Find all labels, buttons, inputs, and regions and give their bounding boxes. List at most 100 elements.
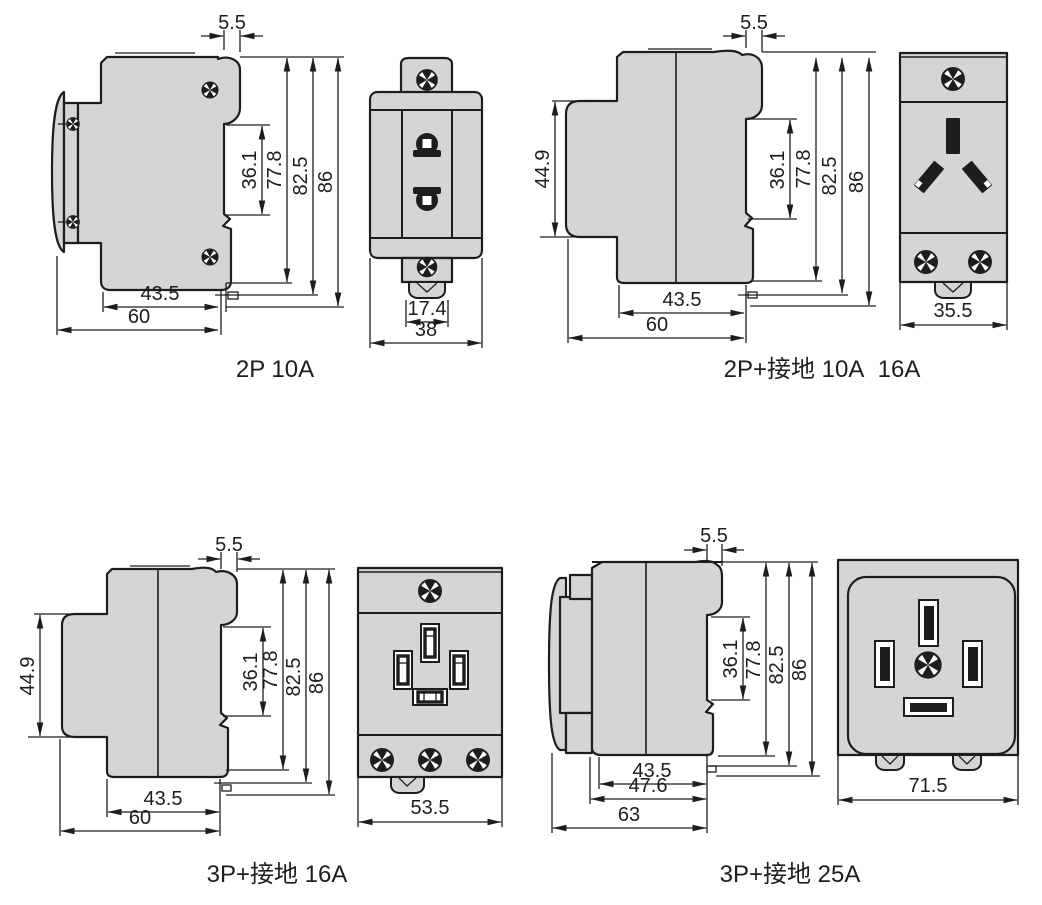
dim-text: 77.8	[260, 651, 282, 690]
dim-text-top: 5.5	[700, 525, 728, 547]
panel-label: 2P 10A	[236, 356, 314, 383]
extension-lines	[56, 30, 344, 335]
detail-lines	[58, 52, 195, 223]
pin-hole-top	[413, 133, 441, 157]
dim-text: 43.5	[663, 289, 702, 311]
clip-chevron	[942, 282, 964, 293]
body-profile	[564, 49, 764, 285]
dim-text: 43.5	[141, 283, 180, 305]
dim-text: 44.9	[17, 657, 39, 696]
screw-icon	[66, 215, 80, 229]
clip-chevron	[398, 777, 417, 787]
dim-text: 82.5	[283, 658, 305, 697]
dim-text: 82.5	[766, 646, 788, 685]
pin-slot-left	[393, 650, 413, 690]
screw-icon	[418, 579, 442, 603]
screw-icon	[466, 748, 490, 772]
extension-lines	[837, 755, 1019, 805]
extension-lines	[357, 777, 503, 827]
panel-3p-earth-16a: 5.5 44.9 36.1 77.8 82.5 86 43.5 60 53.5	[17, 534, 504, 888]
dim-text: 36.1	[720, 640, 742, 679]
dim-text: 86	[306, 672, 328, 694]
flange-top-tab	[568, 573, 594, 601]
screw-icon	[201, 81, 219, 99]
dim-text: 38	[415, 319, 437, 341]
pin-slot-bottom	[412, 688, 448, 706]
pin-slot-top	[420, 623, 440, 663]
dim-text: 36.1	[239, 151, 261, 190]
pin-hole-bottom	[413, 187, 441, 211]
dim-text: 77.8	[264, 151, 286, 190]
dim-text: 60	[646, 314, 668, 336]
pin-slot-right	[962, 160, 992, 194]
extension-lines	[369, 258, 483, 348]
screw-icon	[416, 69, 438, 91]
screw-icon	[370, 748, 394, 772]
clip-chevron	[958, 755, 976, 765]
rail-hook	[227, 291, 239, 300]
body-profile	[590, 559, 724, 757]
dim-text: 43.5	[633, 760, 672, 782]
dim-text: 47.6	[629, 775, 668, 797]
screw-icon	[968, 250, 992, 274]
screw-icon	[66, 117, 80, 131]
dim-text: 60	[129, 807, 151, 829]
front-flange	[50, 90, 66, 254]
body-profile	[60, 566, 239, 779]
extension-lines	[899, 282, 1008, 330]
screw-icon	[914, 250, 938, 274]
dim-text: 60	[128, 306, 150, 328]
panel-label: 2P+接地 10A 16A	[724, 356, 921, 383]
rail-hook	[706, 765, 717, 773]
dim-text: 82.5	[290, 157, 312, 196]
side-view: 5.5 36.1 77.8 82.5 86 43.5 60	[50, 12, 344, 335]
dim-text: 77.8	[793, 150, 815, 189]
flange-block	[558, 595, 594, 715]
front-view: 71.5	[836, 558, 1020, 805]
front-view: 17.4 38	[368, 56, 484, 348]
din-clip	[408, 281, 446, 299]
dim-text: 86	[789, 659, 811, 681]
panel-label: 3P+接地 25A	[720, 861, 861, 888]
screw-icon	[914, 651, 942, 679]
body-profile	[76, 55, 242, 292]
dim-text: 35.5	[934, 300, 973, 322]
front-view: 35.5	[898, 51, 1009, 330]
dim-text-top: 5.5	[218, 12, 246, 34]
dim-text-top: 5.5	[740, 12, 768, 34]
extension-lines	[540, 30, 876, 343]
panel-2p-10a: 5.5 36.1 77.8 82.5 86 43.5 60 17.4 38 2P	[50, 12, 484, 383]
flange-bottom-tab	[564, 711, 594, 755]
screw-icon	[941, 67, 965, 91]
front-body	[898, 51, 1009, 284]
din-clip	[875, 754, 905, 771]
screw-icon	[418, 748, 442, 772]
panel-label: 3P+接地 16A	[207, 861, 348, 888]
extension-lines	[28, 552, 335, 836]
pin-slot-right	[962, 640, 983, 688]
clip-chevron	[416, 282, 438, 293]
pin-slot-vertical	[946, 118, 960, 154]
pin-slot-right	[449, 650, 469, 690]
dim-text: 43.5	[144, 788, 183, 810]
face-lines	[900, 101, 1007, 234]
front-body	[368, 90, 484, 260]
pin-slot-top	[918, 599, 939, 647]
dim-text: 77.8	[743, 641, 765, 680]
dim-text: 86	[315, 171, 337, 193]
side-view: 5.5 44.9 36.1 77.8 82.5 86 43.5 60	[17, 534, 335, 836]
din-clip	[934, 281, 972, 299]
face-lines	[358, 612, 502, 736]
screw-icon	[416, 256, 438, 278]
screw-icon	[201, 248, 219, 266]
side-view: 5.5 36.1 77.8 82.5 86 43.5 47.6 63	[547, 525, 820, 833]
pin-slot-bottom	[903, 697, 954, 717]
dim-text: 36.1	[767, 151, 789, 190]
dim-text: 17.4	[408, 298, 447, 320]
dim-text: 86	[846, 171, 868, 193]
rail-hook	[221, 784, 232, 792]
panel-3p-earth-25a: 5.5 36.1 77.8 82.5 86 43.5 47.6 63 71.5 …	[547, 525, 1020, 888]
dim-text: 71.5	[909, 775, 948, 797]
